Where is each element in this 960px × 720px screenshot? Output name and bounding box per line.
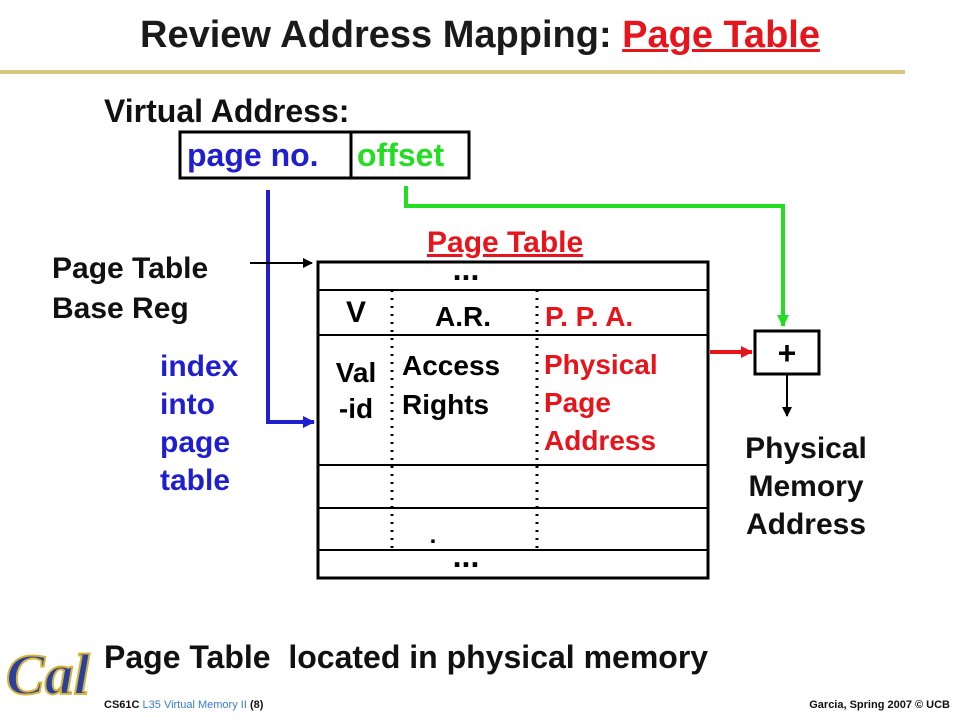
page-table-dots-top: ... bbox=[453, 251, 480, 287]
page-table-dots-bottom: ... bbox=[453, 538, 480, 574]
access-line-2: Rights bbox=[402, 389, 489, 420]
ppa-line-2: Page bbox=[544, 387, 611, 418]
footer-slide-number: (8) bbox=[249, 699, 264, 711]
virtual-address-box: page no. offset bbox=[178, 130, 471, 180]
title-rule bbox=[0, 70, 905, 74]
page-table-caption: Page Table bbox=[427, 226, 583, 259]
cal-logo: Cal bbox=[5, 641, 92, 706]
title-highlight: Page Table bbox=[622, 14, 820, 56]
index-arrow bbox=[266, 190, 315, 428]
physical-memory-line-3: Address bbox=[746, 508, 866, 541]
footer-course-code: CS61C bbox=[104, 699, 140, 711]
offset-arrow bbox=[404, 186, 789, 327]
valid-line-2: -id bbox=[339, 393, 373, 424]
page-table: ... V A.R. P. P. A. Val -id Access Right… bbox=[316, 251, 710, 580]
plus-icon: + bbox=[778, 335, 797, 371]
ppa-line-3: Address bbox=[544, 425, 656, 456]
page-number-field: page no. bbox=[187, 137, 319, 173]
valid-line-1: Val bbox=[336, 357, 376, 388]
column-ar-header: A.R. bbox=[435, 301, 491, 332]
physical-memory-line-1: Physical bbox=[745, 432, 867, 465]
column-v-header: V bbox=[346, 296, 366, 329]
index-note-line-3: page bbox=[160, 426, 230, 459]
offset-field: offset bbox=[357, 137, 444, 173]
index-note-line-4: table bbox=[160, 464, 230, 497]
base-reg-label-line-1: Page Table bbox=[52, 252, 208, 285]
title-prefix: Review Address Mapping: bbox=[140, 14, 623, 56]
bottom-note: Page Table located in physical memory bbox=[104, 639, 708, 675]
access-line-1: Access bbox=[402, 350, 500, 381]
virtual-address-label: Virtual Address: bbox=[104, 93, 349, 129]
footer-course: CS61C L35 Virtual Memory II (8) bbox=[104, 699, 263, 711]
adder: + bbox=[753, 329, 821, 376]
slide-title: Review Address Mapping: Page Table bbox=[0, 14, 960, 57]
column-ppa-header: P. P. A. bbox=[545, 301, 633, 332]
cal-logo-text: Cal bbox=[6, 642, 91, 706]
physical-memory-line-2: Memory bbox=[748, 470, 863, 503]
index-note-line-1: index bbox=[160, 350, 239, 383]
footer-lecture: L35 Virtual Memory II bbox=[142, 699, 247, 711]
base-reg-label-line-2: Base Reg bbox=[52, 292, 189, 325]
page-table-dot-single: . bbox=[430, 522, 437, 549]
index-note-line-2: into bbox=[160, 388, 215, 421]
ppa-line-1: Physical bbox=[544, 349, 658, 380]
footer-credit: Garcia, Spring 2007 © UCB bbox=[809, 699, 950, 711]
